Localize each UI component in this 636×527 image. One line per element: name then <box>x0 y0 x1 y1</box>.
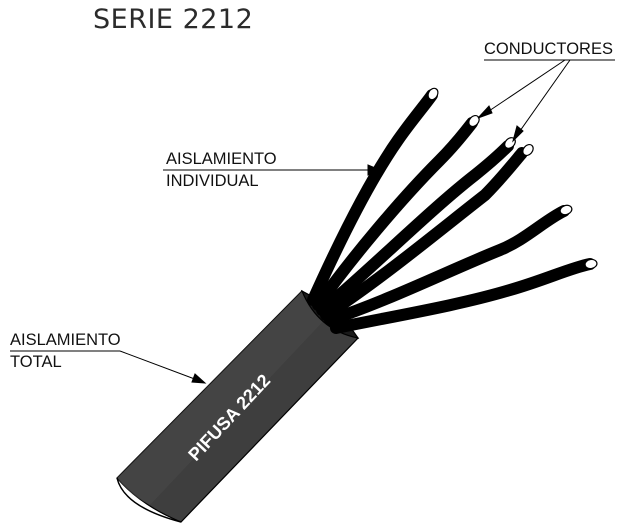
diagram-title: SERIE 2212 <box>93 4 254 35</box>
individual-arrowhead <box>367 164 382 176</box>
total-arrow <box>119 350 201 382</box>
conductor-5 <box>324 205 570 326</box>
conductores-arrow-a <box>479 59 566 118</box>
conductor-tip-6 <box>584 258 598 270</box>
conductor-tip-2 <box>468 114 480 128</box>
conductor-tip-1 <box>427 87 439 101</box>
conductor-4 <box>320 147 528 321</box>
label-aislamiento-individual-line2: INDIVIDUAL <box>166 172 259 190</box>
total-arrowhead <box>191 373 207 384</box>
label-aislamiento-total-line1: AISLAMIENTO <box>10 331 121 349</box>
conductor-tip-5 <box>559 204 573 216</box>
conductor-tips <box>427 87 598 270</box>
conductores-arrow-b <box>514 59 571 139</box>
label-aislamiento-individual-line1: AISLAMIENTO <box>166 150 277 168</box>
conductors <box>307 89 596 334</box>
leader-lines <box>10 59 615 384</box>
conductor-1 <box>307 89 438 306</box>
jacket-shading <box>117 291 330 505</box>
conductor-6 <box>330 258 596 334</box>
label-conductores: CONDUCTORES <box>484 40 613 58</box>
conductor-2 <box>312 117 478 311</box>
jacket-bottom-end <box>116 477 182 523</box>
conductor-3 <box>316 140 514 316</box>
label-aislamiento-total-line2: TOTAL <box>10 353 62 371</box>
conductores-arrowhead-b <box>512 125 524 143</box>
conductor-tip-4 <box>522 143 534 157</box>
conductores-arrowhead-a <box>477 105 493 119</box>
